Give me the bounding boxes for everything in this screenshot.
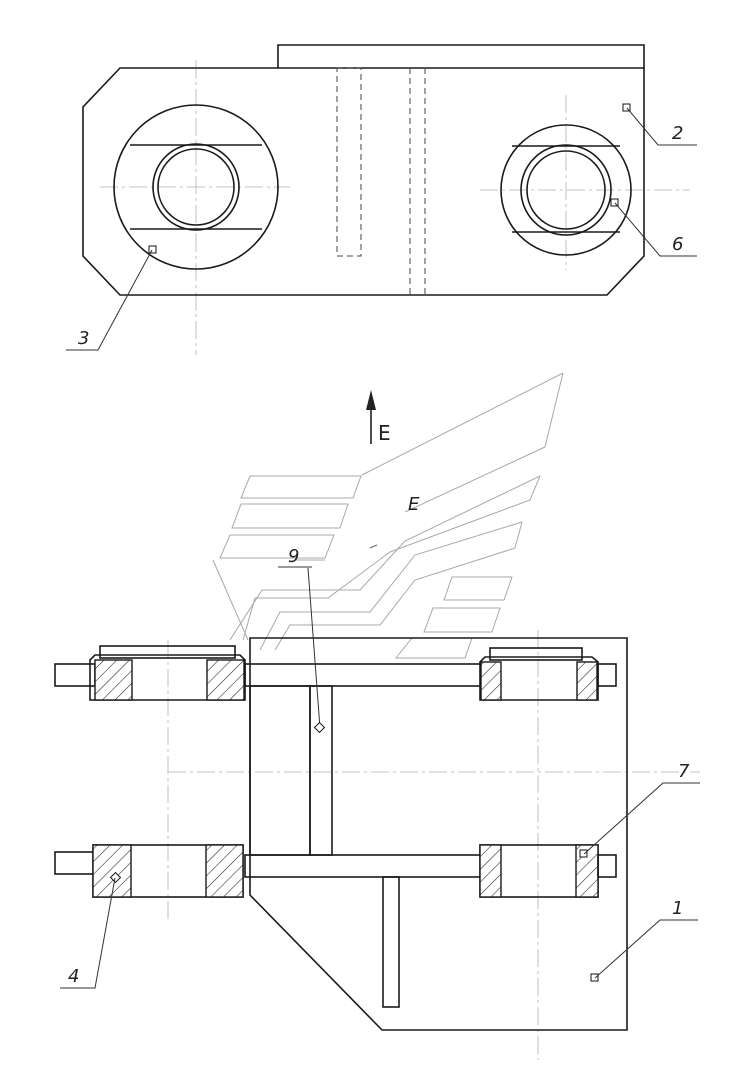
leader-2 <box>626 107 697 146</box>
bottom-bracket-plate <box>249 637 628 1031</box>
top-rib <box>277 44 645 68</box>
label-part-4: 4 <box>68 966 79 987</box>
leader-4 <box>60 877 116 989</box>
phantom-overlay: E <box>212 372 564 659</box>
right-lower-pin <box>597 854 617 878</box>
view-arrow-e: E <box>366 390 391 445</box>
label-part-1: 1 <box>672 898 683 919</box>
left-upper-pin <box>54 663 96 687</box>
marker-6 <box>610 198 619 207</box>
ghost-line-6 <box>259 521 523 651</box>
leader-7 <box>583 782 700 855</box>
marker-2 <box>622 103 631 112</box>
ghost-dash <box>369 544 378 549</box>
marker-9 <box>313 721 326 734</box>
left-upper-hatch-a <box>94 659 133 701</box>
left-post-area <box>249 685 311 856</box>
left-boss-outer <box>113 104 279 270</box>
label-part-3: 3 <box>78 328 89 349</box>
view-e-label: E <box>408 494 420 515</box>
ghost-slat-3 <box>219 534 335 559</box>
view-arrow-head <box>366 390 376 410</box>
right-boss-outer <box>500 124 632 256</box>
ghost-slat-6 <box>394 637 473 659</box>
ghost-slat-1 <box>240 475 362 499</box>
ghost-line-4 <box>229 475 541 641</box>
leader-1 <box>594 919 698 979</box>
left-lower-hatch-a <box>92 844 132 898</box>
left-upper-flange <box>89 654 246 701</box>
label-part-6: 6 <box>672 234 683 255</box>
lower-crossbar <box>244 854 484 878</box>
ghost-line-3 <box>242 475 541 641</box>
left-bushing-outer <box>152 143 240 231</box>
label-part-7: 7 <box>678 761 690 782</box>
hidden-slot <box>336 67 362 257</box>
right-upper-hatch-b <box>576 661 598 701</box>
ghost-slat-5 <box>423 607 501 633</box>
marker-4 <box>109 871 122 884</box>
view-arrow-label: E <box>378 421 391 445</box>
left-upper-cap <box>99 645 236 659</box>
marker-1 <box>590 973 599 982</box>
label-part-2: 2 <box>672 123 683 144</box>
right-upper-pin <box>597 663 617 687</box>
top-view: 2 6 3 <box>66 44 697 355</box>
left-bushing-inner <box>157 148 235 226</box>
right-upper-hatch-a <box>480 661 502 701</box>
leader-3 <box>66 249 153 351</box>
left-upper-hatch-b <box>206 659 245 701</box>
center-post <box>309 685 333 856</box>
right-bushing-inner <box>526 150 606 230</box>
ghost-line-2 <box>361 372 564 476</box>
left-lower-hatch-b <box>205 844 244 898</box>
ghost-slat-4 <box>443 576 513 601</box>
right-lower-hatch-a <box>479 844 502 898</box>
marker-7 <box>579 849 588 858</box>
left-lower-pin <box>54 851 96 875</box>
ghost-line-1 <box>404 372 564 513</box>
ghost-line-5 <box>274 521 523 651</box>
leader-9 <box>307 567 321 729</box>
ghost-line-7 <box>212 559 249 641</box>
right-upper-flange <box>479 656 599 701</box>
label-part-9: 9 <box>288 546 299 567</box>
leader-6 <box>614 202 697 257</box>
top-plate-outline <box>82 67 645 296</box>
upper-crossbar <box>244 663 484 687</box>
bottom-view: 9 7 4 1 <box>54 546 700 1060</box>
right-bushing-outer <box>520 144 612 236</box>
marker-3 <box>148 245 157 254</box>
right-upper-cap <box>489 647 583 661</box>
ghost-slat-2 <box>231 503 349 529</box>
lower-rib <box>382 876 400 1008</box>
